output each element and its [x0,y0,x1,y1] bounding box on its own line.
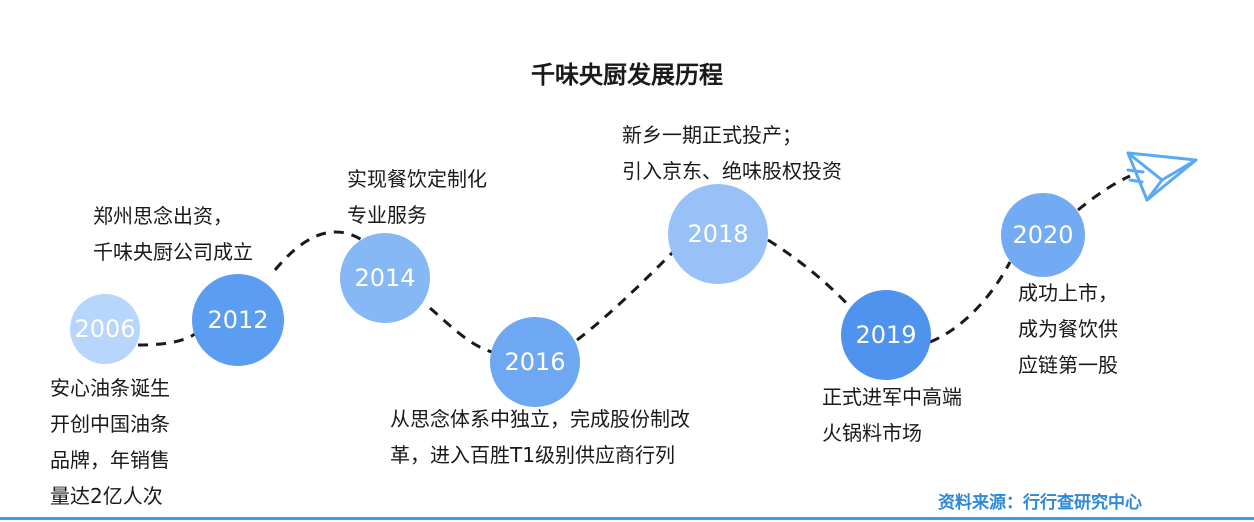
event-text-2016: 从思念体系中独立，完成股份制改革，进入百胜T1级别供应商行列 [390,401,690,473]
event-line: 引入京东、绝味股权投资 [622,159,842,183]
event-line: 郑州思念出资， [93,204,233,228]
event-line: 专业服务 [347,203,427,227]
event-line: 品牌，年销售 [50,448,170,472]
year-node-2016: 2016 [490,317,580,407]
year-node-2019: 2019 [841,290,931,380]
event-text-2018: 新乡一期正式投产； 引入京东、绝味股权投资 [622,117,842,189]
event-line: 从思念体系中独立，完成股份制改 [390,407,690,431]
event-line: 成为餐饮供 [1018,317,1118,341]
year-node-2012: 2012 [192,274,284,366]
year-node-2020: 2020 [1001,193,1085,277]
event-line: 实现餐饮定制化 [347,167,487,191]
dashed-connector [576,248,677,342]
event-line: 正式进军中高端 [822,385,962,409]
page-title: 千味央厨发展历程 [531,61,723,89]
event-line: 新乡一期正式投产； [622,123,802,147]
event-line: 开创中国油条 [50,412,170,436]
event-text-2012: 郑州思念出资， 千味央厨公司成立 [93,198,253,270]
event-line: 千味央厨公司成立 [93,240,253,264]
event-line: 应链第一股 [1018,353,1118,377]
event-text-2019: 正式进军中高端火锅料市场 [822,379,962,451]
event-line: 安心油条诞生 [50,376,170,400]
event-text-2020: 成功上市， 成为餐饮供应链第一股 [1018,275,1118,383]
source-note: 资料来源：行行查研究中心 [938,493,1142,513]
event-line: 成功上市， [1018,281,1118,305]
year-node-2014: 2014 [340,233,430,323]
dashed-connector [137,328,202,347]
event-text-2014: 实现餐饮定制化专业服务 [347,161,487,233]
dashed-connector [429,306,493,354]
dashed-connector [1077,174,1131,212]
dashed-connector [767,238,855,312]
dashed-connector [273,230,363,271]
event-line: 量达2亿人次 [50,484,163,508]
paper-plane-icon [1126,151,1198,202]
event-line: 火锅料市场 [822,421,922,445]
event-line: 革，进入百胜T1级别供应商行列 [390,443,675,467]
event-text-2006: 安心油条诞生开创中国油条品牌，年销售量达2亿人次 [50,370,170,514]
bottom-divider [0,517,1254,520]
dashed-connector [929,261,1012,344]
year-node-2006: 2006 [70,294,140,364]
year-node-2018: 2018 [668,184,768,284]
